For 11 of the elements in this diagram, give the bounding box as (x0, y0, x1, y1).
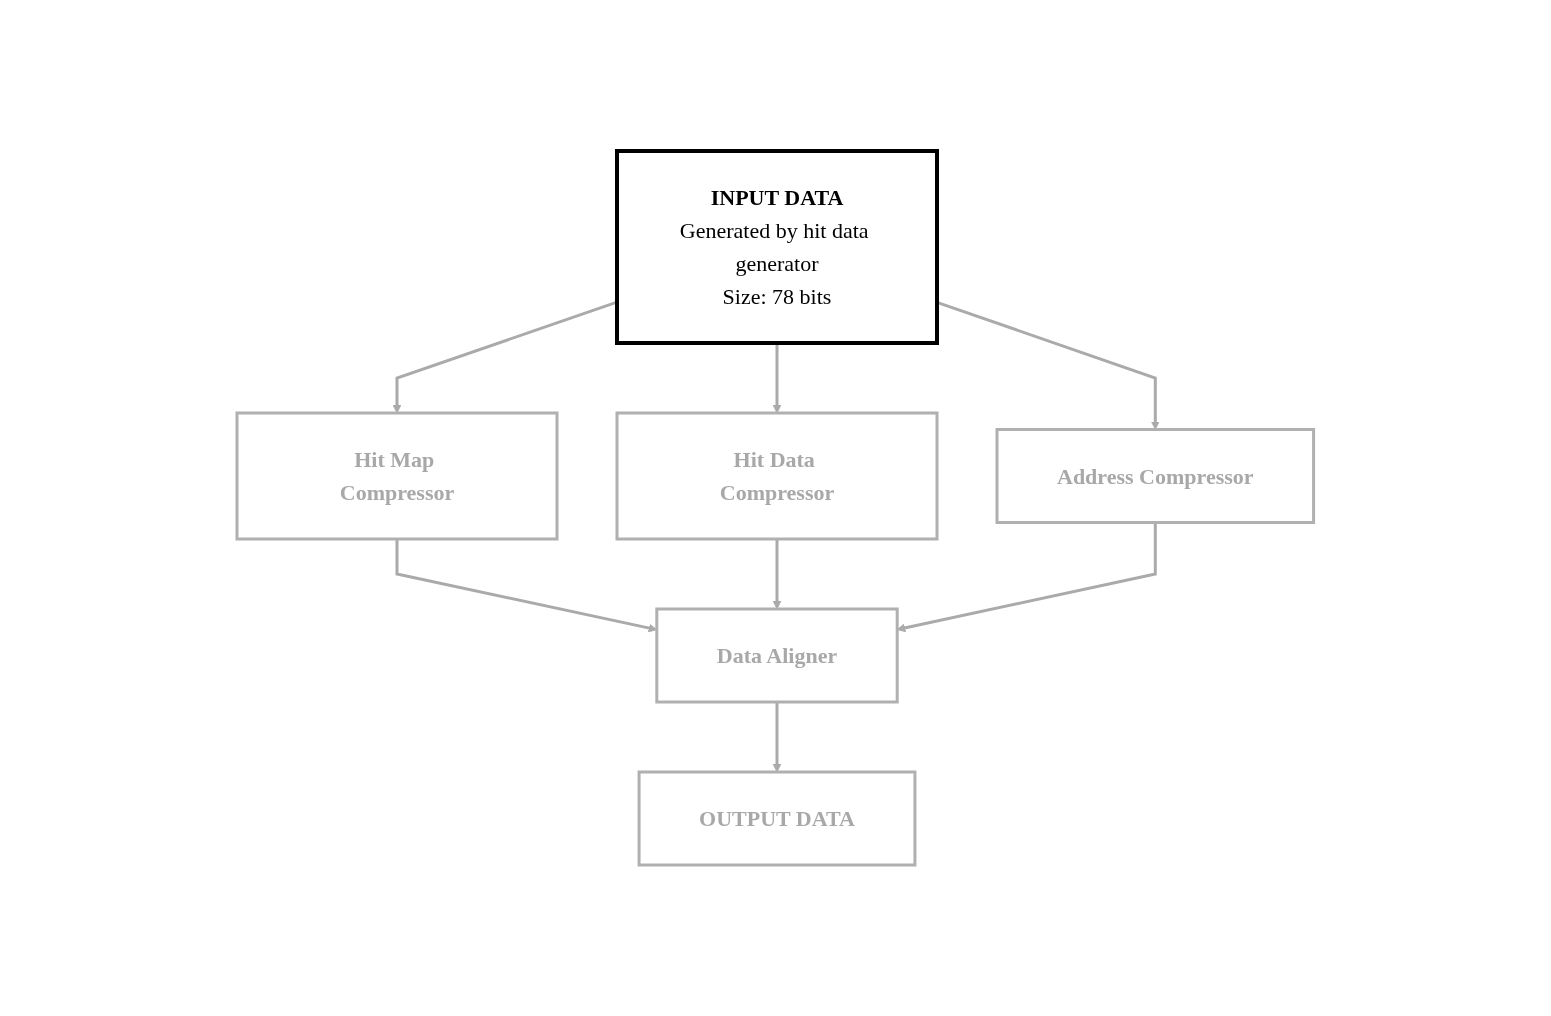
arrow (395, 539, 658, 633)
node-box: Hit Data Compressor (615, 411, 939, 541)
node-box: Data Aligner (655, 607, 899, 704)
arrow (772, 539, 782, 610)
arrow (772, 343, 782, 414)
node-box: Address Compressor (995, 428, 1316, 524)
node-box: OUTPUT DATA (637, 770, 917, 867)
node-box: INPUT DATA Generated by hit data generator Size: 78 bits (615, 149, 940, 345)
arrow (772, 702, 782, 773)
node-box: Hit Map Compressor (235, 411, 559, 541)
arrow (897, 522, 1157, 633)
